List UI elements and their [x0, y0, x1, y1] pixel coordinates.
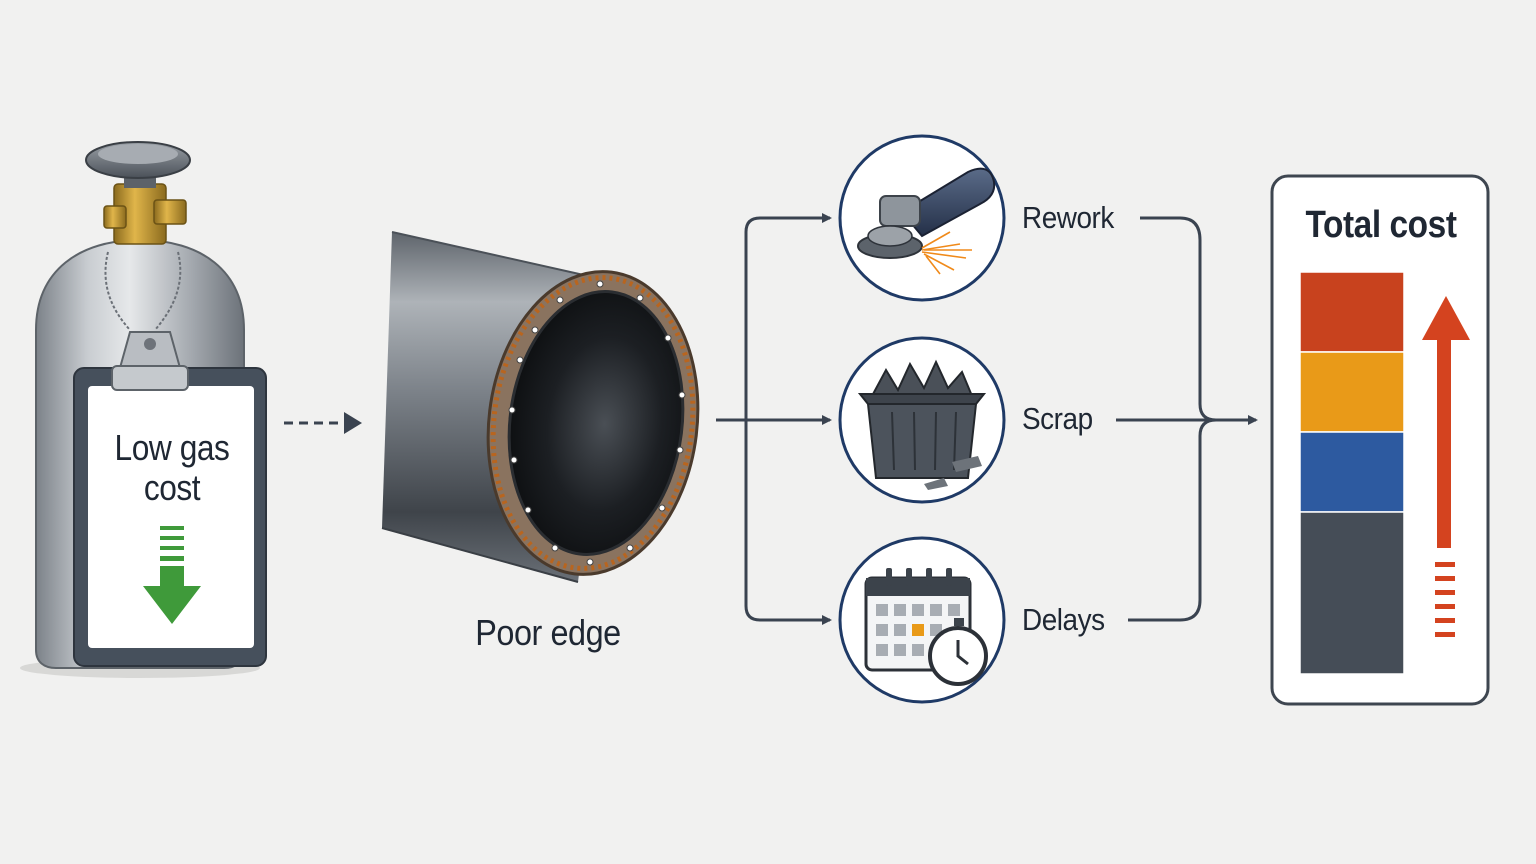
down-arrow-icon — [143, 526, 201, 624]
cost-segment — [1299, 431, 1405, 513]
merge-arrows — [1116, 216, 1258, 622]
branch-arrows — [716, 213, 832, 625]
angle-grinder-icon — [857, 167, 996, 275]
dashed-arrow-head — [344, 412, 362, 434]
scrap-bin-icon — [857, 359, 987, 490]
rework-label: Rework — [1022, 200, 1114, 235]
cost-segment — [1299, 511, 1405, 675]
cost-segment — [1299, 271, 1405, 353]
poor-edge-label: Poor edge — [475, 612, 621, 653]
delays-label: Delays — [1022, 602, 1105, 637]
scrap-label: Scrap — [1022, 401, 1093, 436]
pipe-image — [381, 231, 700, 583]
calendar-clock-icon — [864, 568, 988, 686]
total-cost-title: Total cost — [1305, 204, 1457, 246]
cost-stack-bar — [1299, 271, 1405, 675]
gas-cylinder — [20, 141, 267, 678]
cost-segment — [1299, 351, 1405, 433]
up-arrow-icon — [1422, 296, 1470, 637]
low-gas-cost-label: Low gas cost — [114, 427, 230, 508]
